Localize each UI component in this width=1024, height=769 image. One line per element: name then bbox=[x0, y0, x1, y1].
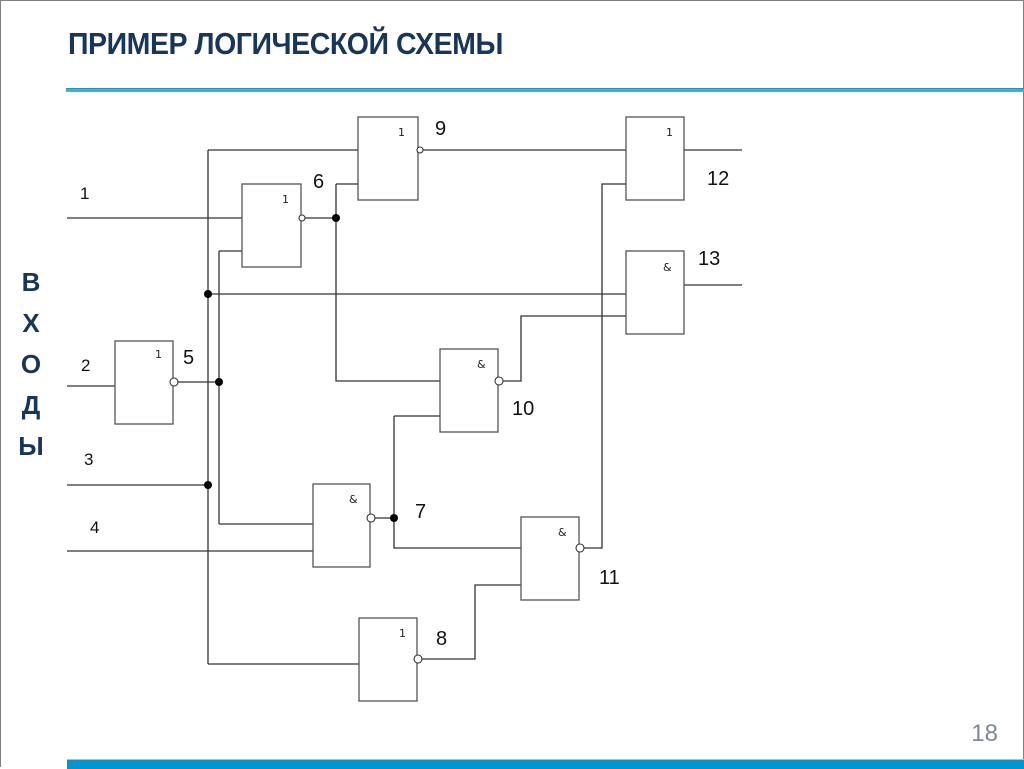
wire-bus7-vertical bbox=[393, 416, 521, 549]
gate-label: 11 bbox=[599, 567, 620, 589]
gate-label: 9 bbox=[435, 118, 446, 140]
gate-10: & 10 bbox=[439, 348, 534, 433]
inverter-bubble-icon bbox=[366, 513, 376, 523]
inputs-vertical-label: В Х О Д Ы bbox=[14, 262, 48, 467]
junction-dot bbox=[390, 514, 398, 522]
gate-body bbox=[625, 116, 685, 201]
title-divider bbox=[66, 88, 1024, 92]
junction-dot bbox=[332, 214, 340, 222]
input-label-2: 2 bbox=[81, 356, 90, 375]
gate-symbol: 1 bbox=[399, 627, 406, 640]
inverter-bubble-icon bbox=[575, 543, 585, 553]
side-letter: В bbox=[21, 267, 41, 297]
junction-dot bbox=[215, 378, 223, 386]
gate-label: 10 bbox=[512, 398, 534, 420]
gate-body bbox=[358, 617, 418, 702]
gate-label: 12 bbox=[707, 168, 729, 190]
gate-body bbox=[312, 483, 371, 568]
gate-body bbox=[241, 183, 302, 268]
gate-label: 8 bbox=[436, 628, 447, 650]
inverter-bubble-icon bbox=[494, 376, 504, 386]
gate-body bbox=[114, 340, 174, 425]
gate-5: 1 5 bbox=[114, 340, 194, 425]
side-letter: Ы bbox=[18, 431, 44, 461]
inverter-bubble-icon bbox=[298, 214, 306, 222]
gate-13: & 13 bbox=[625, 248, 720, 335]
footer-bar bbox=[67, 759, 1024, 769]
gate-symbol: & bbox=[477, 358, 486, 371]
gate-9: 1 9 bbox=[357, 116, 446, 201]
gate-symbol: 1 bbox=[666, 126, 673, 139]
gate-label: 5 bbox=[183, 347, 194, 369]
wire-g8-g11 bbox=[422, 584, 521, 660]
junction-dot bbox=[204, 290, 212, 298]
side-letter: Д bbox=[21, 390, 41, 420]
side-letter: О bbox=[20, 349, 42, 379]
inverter-bubble-icon bbox=[413, 654, 423, 664]
slide-title: ПРИМЕР ЛОГИЧЕСКОЙ СХЕМЫ bbox=[68, 26, 503, 61]
gate-8: 1 8 bbox=[358, 617, 447, 702]
page-number: 18 bbox=[971, 720, 998, 747]
input-label-4: 4 bbox=[90, 518, 99, 537]
gate-6: 1 6 bbox=[241, 171, 324, 268]
gate-symbol: & bbox=[663, 261, 672, 274]
gate-body bbox=[625, 250, 685, 335]
input-label-1: 1 bbox=[80, 184, 89, 203]
gate-body bbox=[439, 348, 499, 433]
gate-label: 7 bbox=[415, 501, 426, 523]
gate-symbol: & bbox=[349, 493, 358, 506]
gate-11: & 11 bbox=[520, 516, 620, 601]
gate-12: 1 12 bbox=[625, 116, 729, 201]
junction-dot bbox=[204, 481, 212, 489]
junctions bbox=[204, 214, 398, 522]
gate-label: 6 bbox=[313, 171, 324, 193]
gate-symbol: & bbox=[558, 526, 567, 539]
gate-symbol: 1 bbox=[282, 193, 289, 206]
input-labels: 1 2 3 4 bbox=[80, 184, 99, 537]
wire-g11-g12 bbox=[584, 183, 626, 549]
gate-symbol: 1 bbox=[155, 348, 162, 361]
gate-body bbox=[357, 116, 419, 201]
wire-g10-g13 bbox=[503, 315, 626, 382]
wire-bus6-vertical bbox=[335, 184, 440, 382]
gate-7: & 7 bbox=[312, 483, 426, 568]
wires bbox=[67, 149, 742, 665]
inverter-bubble-icon bbox=[416, 146, 424, 154]
gate-body bbox=[520, 516, 580, 601]
input-label-3: 3 bbox=[84, 450, 93, 469]
side-letter: Х bbox=[22, 308, 40, 338]
gate-symbol: 1 bbox=[398, 126, 405, 139]
inverter-bubble-icon bbox=[169, 377, 179, 387]
gate-label: 13 bbox=[698, 248, 720, 270]
